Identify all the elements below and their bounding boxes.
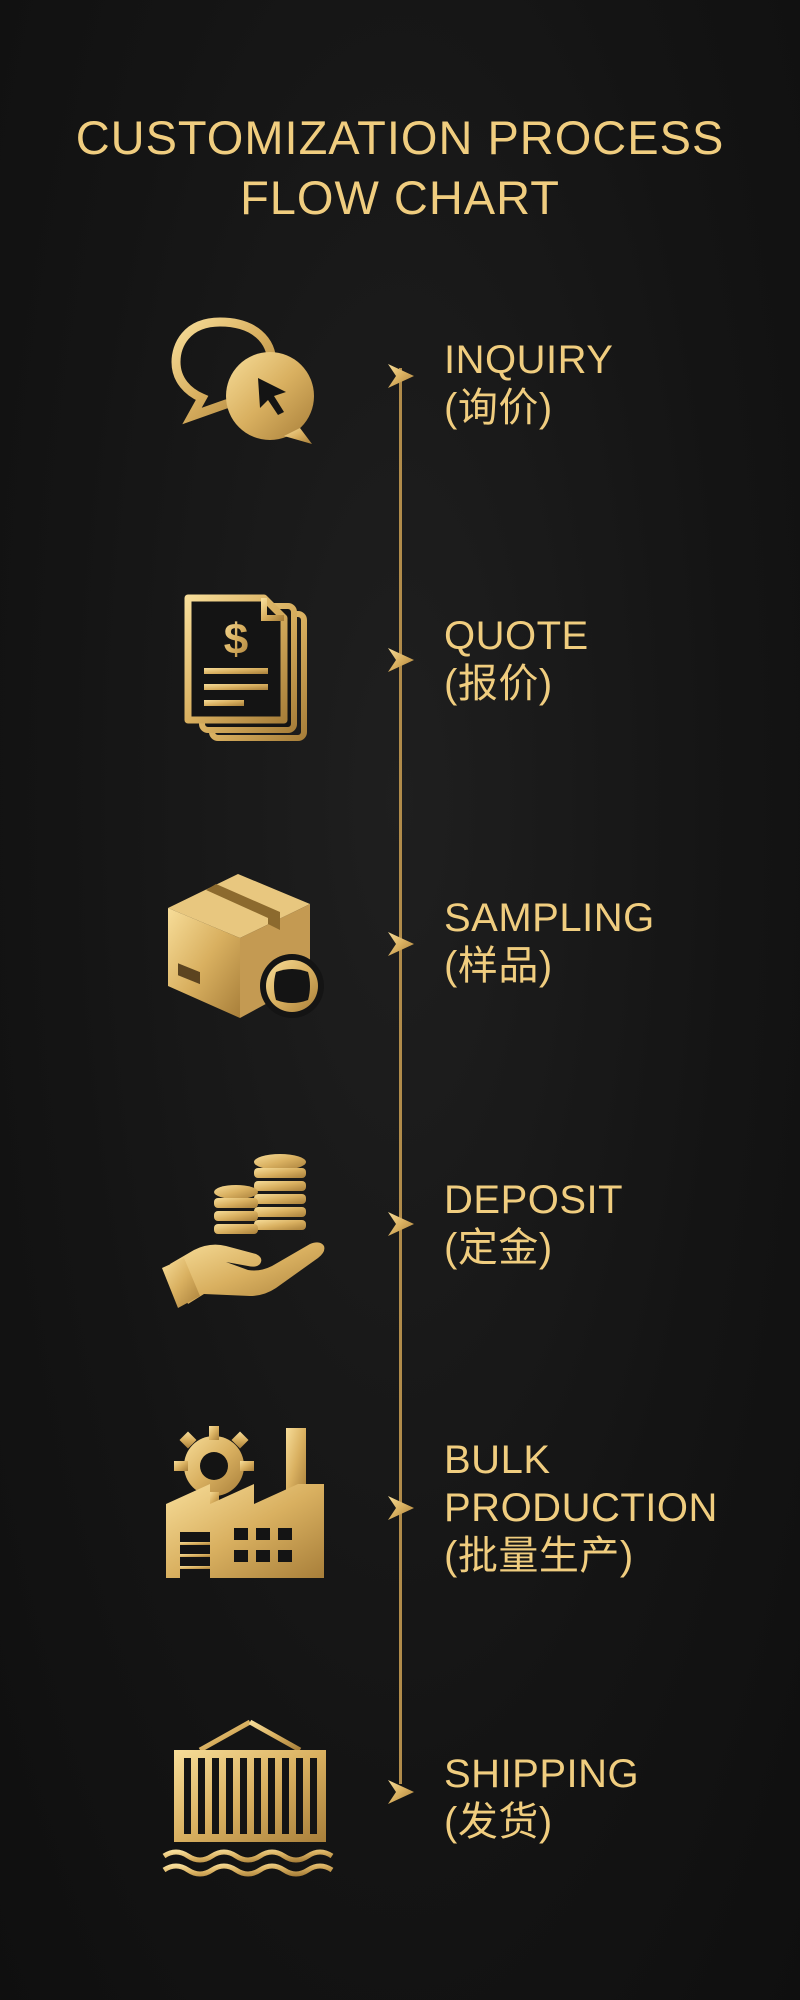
timeline-arrow-icon [388, 1496, 414, 1520]
step-sampling: SAMPLING (样品) [444, 894, 655, 990]
chat-bubbles-cursor-icon [171, 317, 314, 444]
sample-box-icon [168, 874, 324, 1018]
step-label-zh: (询价) [444, 386, 553, 430]
step-label-zh: (报价) [444, 662, 553, 706]
quote-document-icon: $ [184, 594, 307, 741]
title-line-1: CUSTOMIZATION PROCESS [75, 111, 725, 164]
step-label-zh: (样品) [444, 944, 553, 988]
timeline-arrow-icon [388, 648, 414, 672]
timeline-arrow-icon [388, 364, 414, 388]
shipping-container-icon [162, 1701, 334, 1877]
step-quote: QUOTE (报价) [444, 612, 589, 708]
timeline-arrow-icon [388, 932, 414, 956]
svg-text:$: $ [224, 615, 248, 664]
step-label-line-2: PRODUCTION [444, 1486, 718, 1530]
factory-icon [166, 1426, 324, 1578]
step-label-zh: (批量生产) [444, 1534, 634, 1578]
step-shipping: SHIPPING (发货) [444, 1750, 639, 1846]
step-label-zh: (定金) [444, 1226, 553, 1270]
step-label: SHIPPING [444, 1752, 640, 1796]
timeline-line [399, 368, 402, 1784]
timeline-arrow-icon [388, 1780, 414, 1804]
title-line-2: FLOW CHART [240, 171, 560, 224]
timeline-arrow-icon [388, 1212, 414, 1236]
coins-hand-icon [162, 1154, 325, 1308]
page-title: CUSTOMIZATION PROCESS FLOW CHART [0, 108, 800, 228]
step-label: QUOTE [444, 614, 589, 658]
step-deposit: DEPOSIT (定金) [444, 1176, 623, 1272]
step-label: DEPOSIT [444, 1178, 624, 1222]
step-label-zh: (发货) [444, 1800, 553, 1844]
step-bulk-production: BULK PRODUCTION (批量生产) [444, 1436, 718, 1580]
step-label: SAMPLING [444, 896, 655, 940]
step-label: BULK [444, 1438, 551, 1482]
step-inquiry: INQUIRY (询价) [444, 336, 613, 432]
step-label: INQUIRY [444, 338, 614, 382]
